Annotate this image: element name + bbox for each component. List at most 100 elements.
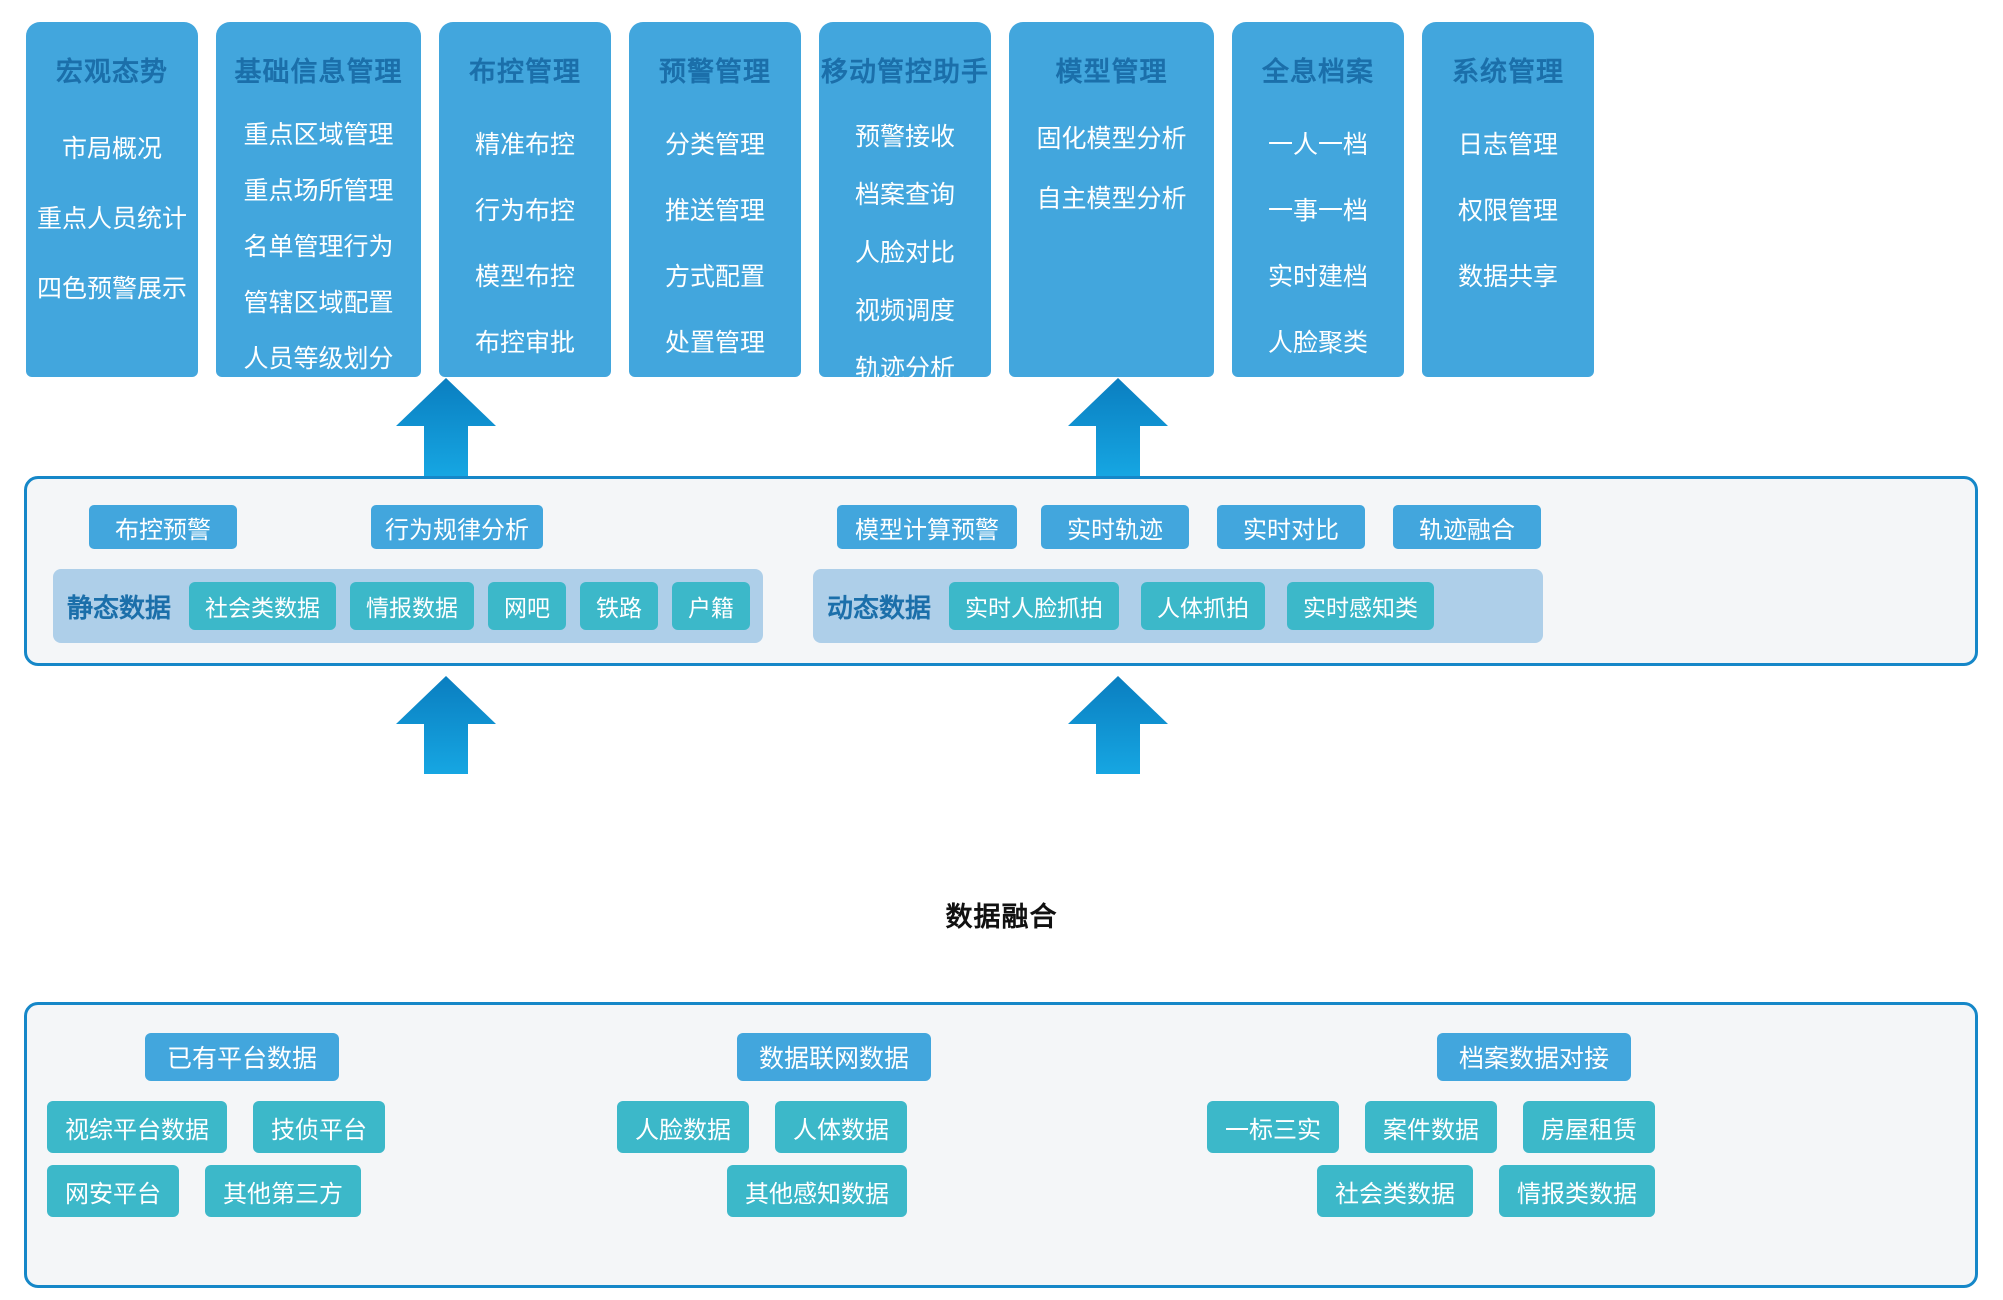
data-chip[interactable]: 铁路: [580, 582, 659, 630]
module-item[interactable]: 实时建档: [1267, 263, 1368, 291]
module-card-title: 基础信息管理: [234, 57, 403, 87]
dynamic-data-strip: 动态数据 实时人脸抓拍人体抓拍实时感知类: [813, 569, 1543, 643]
data-source-chip-row: 视综平台数据技侦平台: [47, 1101, 587, 1153]
data-chip[interactable]: 社会类数据: [189, 582, 337, 630]
module-item[interactable]: 方式配置: [664, 263, 765, 291]
module-item[interactable]: 档案查询: [854, 181, 955, 209]
module-item[interactable]: 管辖区域配置: [243, 289, 394, 317]
data-source-chip[interactable]: 社会类数据: [1317, 1165, 1473, 1217]
data-source-chip[interactable]: 房屋租赁: [1523, 1101, 1655, 1153]
module-card-title: 移动管控助手: [821, 57, 989, 87]
data-source-group-title[interactable]: 档案数据对接: [1437, 1033, 1632, 1081]
arrow-sources-to-static-icon: [396, 676, 496, 774]
capability-pill[interactable]: 实时轨迹: [1041, 505, 1189, 549]
module-item[interactable]: 精准布控: [474, 131, 575, 159]
module-item-list: 市局概况重点人员统计四色预警展示: [26, 95, 198, 377]
data-source-chip[interactable]: 其他第三方: [205, 1165, 361, 1217]
module-card[interactable]: 移动管控助手预警接收档案查询人脸对比视频调度轨迹分析: [819, 22, 991, 383]
data-source-chip-row: 网安平台其他第三方: [47, 1165, 587, 1217]
module-item[interactable]: 一人一档: [1267, 131, 1368, 159]
module-item[interactable]: 人员等级划分: [243, 345, 394, 373]
capability-pill[interactable]: 模型计算预警: [837, 505, 1017, 549]
module-card-title: 全息档案: [1262, 57, 1374, 87]
module-card[interactable]: 系统管理日志管理权限管理数据共享: [1422, 22, 1594, 377]
module-item[interactable]: 自主模型分析: [1036, 185, 1187, 213]
module-card[interactable]: 布控管理精准布控行为布控模型布控布控审批: [439, 22, 611, 377]
data-chip[interactable]: 网吧: [488, 582, 567, 630]
data-source-chip-row: 社会类数据情报类数据: [1207, 1165, 1947, 1217]
capability-pill[interactable]: 行为规律分析: [371, 505, 543, 549]
module-item[interactable]: 轨迹分析: [854, 355, 955, 383]
dynamic-data-section: 模型计算预警实时轨迹实时对比轨迹融合 动态数据 实时人脸抓拍人体抓拍实时感知类: [813, 479, 1943, 663]
module-item[interactable]: 固化模型分析: [1036, 125, 1187, 153]
dynamic-data-label: 动态数据: [827, 592, 932, 623]
data-fusion-band: 布控预警行为规律分析 静态数据 社会类数据情报数据网吧铁路户籍 模型计算预警实时…: [24, 476, 1978, 666]
data-source-group-title[interactable]: 数据联网数据: [737, 1033, 932, 1081]
data-source-chip[interactable]: 一标三实: [1207, 1101, 1339, 1153]
module-item-list: 精准布控行为布控模型布控布控审批: [439, 95, 611, 377]
module-card[interactable]: 模型管理固化模型分析自主模型分析: [1009, 22, 1214, 377]
module-item[interactable]: 四色预警展示: [36, 275, 187, 303]
module-item[interactable]: 视频调度: [854, 297, 955, 325]
data-chip[interactable]: 人体抓拍: [1141, 582, 1266, 630]
data-source-chip[interactable]: 人体数据: [775, 1101, 907, 1153]
module-item[interactable]: 一事一档: [1267, 197, 1368, 225]
data-source-chip-rows: 人脸数据人体数据其他感知数据: [617, 1101, 1097, 1229]
arrow-dynamic-to-modules-icon: [1068, 378, 1168, 476]
static-data-strip: 静态数据 社会类数据情报数据网吧铁路户籍: [53, 569, 763, 643]
data-source-group: 数据联网数据人脸数据人体数据其他感知数据: [617, 1005, 1097, 1285]
data-source-chip-row: 其他感知数据: [617, 1165, 1097, 1217]
data-chip[interactable]: 户籍: [672, 582, 751, 630]
data-source-band: 已有平台数据视综平台数据技侦平台网安平台其他第三方数据联网数据人脸数据人体数据其…: [24, 1002, 1978, 1288]
data-source-chip[interactable]: 网安平台: [47, 1165, 179, 1217]
module-card[interactable]: 基础信息管理重点区域管理重点场所管理名单管理行为管辖区域配置人员等级划分: [216, 22, 421, 377]
data-source-chip[interactable]: 视综平台数据: [47, 1101, 227, 1153]
module-card-title: 预警管理: [659, 57, 771, 87]
module-card[interactable]: 预警管理分类管理推送管理方式配置处置管理: [629, 22, 801, 377]
data-source-chip[interactable]: 技侦平台: [253, 1101, 385, 1153]
data-source-group-title[interactable]: 已有平台数据: [145, 1033, 340, 1081]
module-item[interactable]: 分类管理: [664, 131, 765, 159]
arrow-sources-to-dynamic-icon: [1068, 676, 1168, 774]
capability-pill[interactable]: 布控预警: [89, 505, 237, 549]
data-chip[interactable]: 情报数据: [350, 582, 475, 630]
module-item[interactable]: 日志管理: [1457, 131, 1558, 159]
module-card-title: 布控管理: [469, 57, 581, 87]
dynamic-data-chip-list: 实时人脸抓拍人体抓拍实时感知类: [949, 582, 1435, 630]
module-item[interactable]: 权限管理: [1457, 197, 1558, 225]
module-item-list: 预警接收档案查询人脸对比视频调度轨迹分析: [819, 95, 991, 385]
module-item[interactable]: 名单管理行为: [243, 233, 394, 261]
module-item-list: 日志管理权限管理数据共享: [1422, 95, 1594, 377]
module-card[interactable]: 全息档案一人一档一事一档实时建档人脸聚类: [1232, 22, 1404, 377]
module-card[interactable]: 宏观态势市局概况重点人员统计四色预警展示: [26, 22, 198, 377]
module-item[interactable]: 重点场所管理: [243, 177, 394, 205]
module-item[interactable]: 处置管理: [664, 329, 765, 357]
module-item-list: 一人一档一事一档实时建档人脸聚类: [1232, 95, 1404, 377]
data-source-chip[interactable]: 案件数据: [1365, 1101, 1497, 1153]
module-item[interactable]: 数据共享: [1457, 263, 1558, 291]
data-source-chip[interactable]: 其他感知数据: [727, 1165, 907, 1217]
capability-pill[interactable]: 实时对比: [1217, 505, 1365, 549]
capability-pill[interactable]: 轨迹融合: [1393, 505, 1541, 549]
static-data-label: 静态数据: [67, 592, 172, 623]
arrow-static-to-modules-icon: [396, 378, 496, 476]
module-item[interactable]: 推送管理: [664, 197, 765, 225]
module-item[interactable]: 人脸聚类: [1267, 329, 1368, 357]
module-item[interactable]: 行为布控: [474, 197, 575, 225]
module-item[interactable]: 市局概况: [61, 135, 162, 163]
module-item[interactable]: 布控审批: [474, 329, 575, 357]
module-card-title: 系统管理: [1452, 57, 1564, 87]
data-chip[interactable]: 实时感知类: [1287, 582, 1435, 630]
data-source-chip[interactable]: 人脸数据: [617, 1101, 749, 1153]
data-chip[interactable]: 实时人脸抓拍: [949, 582, 1120, 630]
module-card-title: 模型管理: [1055, 57, 1168, 87]
module-item[interactable]: 重点区域管理: [243, 121, 394, 149]
data-source-chip-rows: 视综平台数据技侦平台网安平台其他第三方: [47, 1101, 587, 1229]
module-item[interactable]: 重点人员统计: [36, 205, 187, 233]
module-item-list: 重点区域管理重点场所管理名单管理行为管辖区域配置人员等级划分: [216, 95, 421, 377]
data-source-chip[interactable]: 情报类数据: [1499, 1165, 1655, 1217]
data-source-group: 已有平台数据视综平台数据技侦平台网安平台其他第三方: [47, 1005, 587, 1285]
module-item[interactable]: 模型布控: [474, 263, 575, 291]
module-item[interactable]: 预警接收: [854, 123, 955, 151]
module-item[interactable]: 人脸对比: [854, 239, 955, 267]
